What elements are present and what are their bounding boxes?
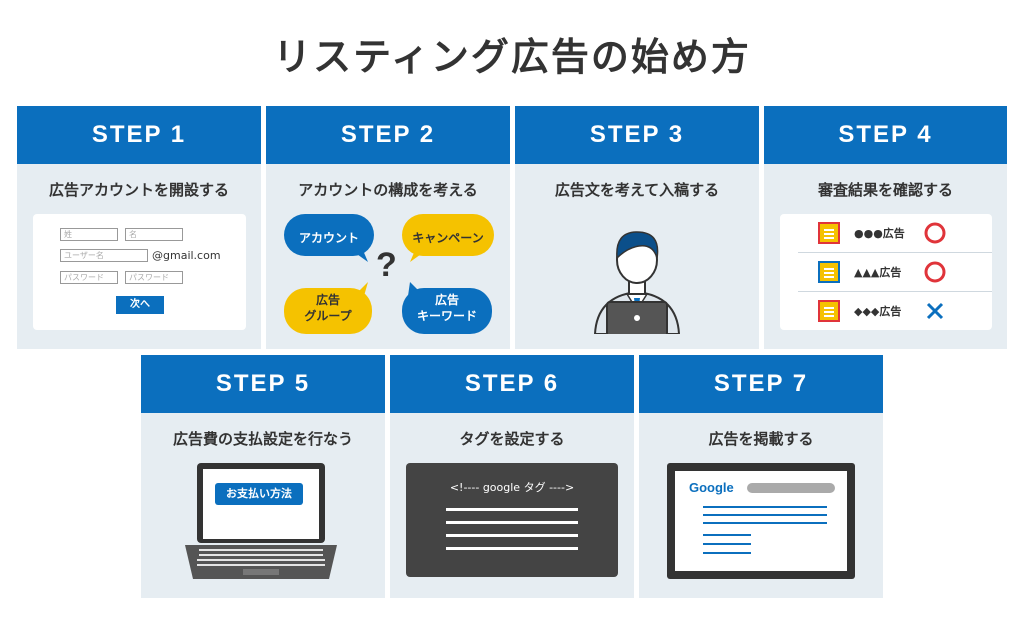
- step-3-header: STEP 3: [515, 106, 759, 164]
- step-4-header: STEP 4: [764, 106, 1007, 164]
- keyword-bubble: 広告 キーワード: [402, 282, 492, 334]
- review-row-label: ●●●広告: [854, 227, 905, 240]
- result-line: [703, 552, 751, 554]
- document-icon: [818, 300, 840, 322]
- step-1-header: STEP 1: [17, 106, 261, 164]
- page-title: リスティング広告の始め方: [273, 35, 751, 79]
- username-field[interactable]: ユーザー名: [60, 249, 148, 262]
- code-line: [446, 521, 578, 524]
- result-line: [703, 514, 827, 516]
- cross-icon: [926, 302, 944, 320]
- step-5-header: STEP 5: [141, 355, 385, 413]
- search-bar: [747, 483, 835, 493]
- step-5-description: 広告費の支払設定を行なう: [172, 429, 353, 448]
- row-divider: [798, 291, 992, 292]
- result-line: [703, 522, 827, 524]
- businessman-laptop-icon: [593, 231, 681, 334]
- step-2-description: アカウントの構成を考える: [298, 180, 478, 199]
- code-line: [446, 534, 578, 537]
- review-row-label: ▲▲▲広告: [854, 266, 902, 279]
- step-6-card: STEP 6 タグを設定する <!---- google タグ ---->: [390, 355, 634, 598]
- signup-form-panel: 姓 名 ユーザー名 @gmail.com パスワード パスワード 次へ: [33, 214, 246, 330]
- step-3-card: STEP 3 広告文を考えて入稿する: [515, 106, 759, 349]
- document-icon: [818, 222, 840, 244]
- step-6-header: STEP 6: [390, 355, 634, 413]
- step-5-card: STEP 5 広告費の支払設定を行なう お支払い方法: [141, 355, 385, 598]
- next-button[interactable]: 次へ: [116, 296, 164, 314]
- password-field[interactable]: パスワード: [60, 271, 118, 284]
- step-4-card: STEP 4 審査結果を確認する ●●●広告 ▲▲▲広告 ◆◆◆広告: [764, 106, 1007, 349]
- question-mark-icon: ?: [376, 246, 397, 284]
- search-results-screen: Google: [675, 471, 847, 571]
- step-1-description: 広告アカウントを開設する: [48, 180, 229, 199]
- campaign-bubble: キャンペーン: [402, 214, 494, 262]
- document-icon: [818, 261, 840, 283]
- review-row: ●●●広告: [818, 214, 1012, 252]
- ad-group-bubble: 広告 グループ: [284, 282, 372, 334]
- step-2-card: STEP 2 アカウントの構成を考える アカウント キャンペーン ? 広告 グル…: [266, 106, 510, 349]
- account-bubble: アカウント: [284, 214, 374, 262]
- review-results-panel: ●●●広告 ▲▲▲広告 ◆◆◆広告: [780, 214, 992, 330]
- password-confirm-field[interactable]: パスワード: [125, 271, 183, 284]
- review-row-label: ◆◆◆広告: [854, 305, 902, 318]
- monitor-frame: Google: [667, 463, 855, 579]
- laptop-icon: [185, 463, 337, 579]
- step-2-header: STEP 2: [266, 106, 510, 164]
- code-panel: <!---- google タグ ---->: [406, 463, 618, 577]
- step-3-description: 広告文を考えて入稿する: [554, 180, 720, 199]
- code-line: [446, 508, 578, 511]
- step-1-card: STEP 1 広告アカウントを開設する 姓 名 ユーザー名 @gmail.com…: [17, 106, 261, 349]
- review-row: ▲▲▲広告: [818, 253, 1012, 291]
- step-7-card: STEP 7 広告を掲載する Google: [639, 355, 883, 598]
- result-line: [703, 543, 751, 545]
- tag-snippet-text: <!---- google タグ ---->: [449, 481, 575, 494]
- code-line: [446, 547, 578, 550]
- step-7-header: STEP 7: [639, 355, 883, 413]
- circle-icon: [924, 222, 946, 244]
- email-domain-label: @gmail.com: [152, 249, 221, 262]
- step-7-description: 広告を掲載する: [708, 429, 814, 448]
- last-name-field[interactable]: 姓: [60, 228, 118, 241]
- search-logo: Google: [689, 480, 734, 495]
- circle-icon: [924, 261, 946, 283]
- result-line: [703, 506, 827, 508]
- payment-method-button[interactable]: お支払い方法: [215, 483, 303, 505]
- first-name-field[interactable]: 名: [125, 228, 183, 241]
- row-divider: [798, 252, 992, 253]
- step-6-description: タグを設定する: [459, 429, 565, 448]
- review-row: ◆◆◆広告: [818, 292, 1012, 330]
- step-4-description: 審査結果を確認する: [817, 180, 953, 199]
- result-line: [703, 534, 751, 536]
